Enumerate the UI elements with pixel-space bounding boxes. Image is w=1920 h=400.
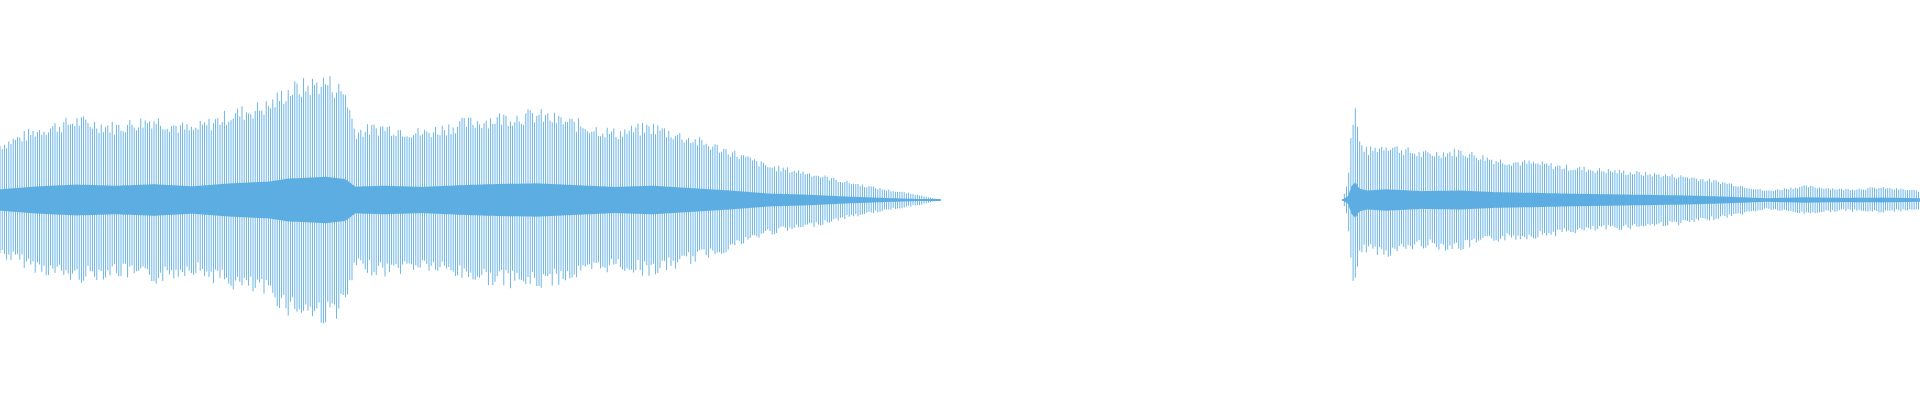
clip-1[interactable]: [0, 76, 941, 324]
clip-2[interactable]: [1342, 108, 1920, 281]
